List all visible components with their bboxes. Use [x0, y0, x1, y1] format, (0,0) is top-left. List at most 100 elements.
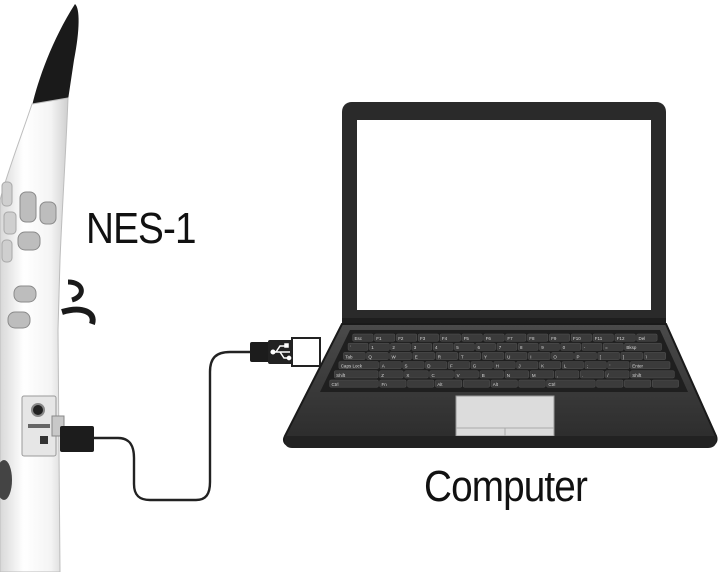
keyboard-key-label: 1 [371, 345, 374, 350]
nes-1-instrument [0, 4, 96, 572]
keyboard-key [462, 379, 490, 388]
keyboard-key [396, 333, 418, 342]
keyboard-key-label: L [564, 364, 567, 369]
keyboard-key [454, 370, 479, 379]
port-panel [21, 395, 57, 457]
usb-icon [270, 343, 292, 361]
keyboard-key-label: F7 [507, 336, 513, 341]
side-keys [1, 181, 17, 263]
computer-label: Computer [424, 462, 588, 511]
keyboard-key [454, 342, 475, 351]
keyboard-key [379, 379, 407, 388]
keyboard-key-label: 2 [392, 345, 395, 350]
keyboard-key-label: [ [600, 354, 602, 359]
keyboard-key-label: Ctrl [548, 382, 555, 387]
keyboard-key [461, 333, 483, 342]
keyboard-key [643, 352, 666, 360]
keyboard-key-label: B [482, 373, 485, 378]
keyboard-key [425, 361, 448, 370]
keyboard-key-label: F8 [529, 336, 535, 341]
keyboard-key [439, 333, 461, 342]
keyboard-key-label: \ [646, 354, 648, 359]
keyboard-key [580, 370, 605, 379]
keyboard-key [505, 333, 527, 342]
keyboard-key-label: P [577, 354, 580, 359]
keyboard-key [389, 352, 412, 360]
keyboard-key-label: V [457, 373, 460, 378]
keyboard-key [432, 342, 454, 351]
device-label: NES-1 [86, 204, 197, 253]
keyboard-key [369, 342, 390, 351]
keyboard-key-label: ; [587, 364, 588, 369]
keyboard-key-label: Enter [632, 364, 643, 369]
keyboard-key-label: Alt [437, 382, 443, 387]
keyboard-key [596, 379, 624, 388]
keyboard-key [539, 342, 560, 351]
keyboard-key [560, 342, 581, 351]
keyboard-key-label: S [405, 364, 408, 369]
keyboard-key-label: 8 [520, 345, 523, 350]
keyboard-key-label: U [507, 354, 510, 359]
keyboard-key-label: W [392, 354, 397, 359]
keyboard-key [518, 379, 546, 388]
keyboard-key [429, 370, 454, 379]
keyboard-key-label: Alt [493, 382, 499, 387]
keyboard-key-label: G [473, 364, 477, 369]
keyboard-key [630, 361, 671, 370]
keyboard-key-label: M [532, 373, 536, 378]
keyboard-key-label: N [507, 373, 510, 378]
keyboard-key-label: 9 [541, 345, 544, 350]
keyboard-key [407, 379, 435, 388]
keyboard-key-label: Shift [632, 373, 642, 378]
keyboard-key [404, 370, 429, 379]
keyboard-key-label: Z [381, 373, 384, 378]
keyboard-key [390, 342, 411, 351]
keyboard-key [516, 361, 539, 370]
keyboard-key [334, 370, 379, 379]
keyboard-key-label: Shift [336, 373, 346, 378]
thumb-hook [67, 279, 84, 303]
keyboard-key-label: D [427, 364, 431, 369]
keyboard-key [402, 361, 425, 370]
keyboard-key-label: Del [639, 336, 646, 341]
keyboard-key [481, 352, 505, 360]
keyboard-key [435, 352, 458, 360]
keyboard-key-label: ` [350, 345, 352, 350]
keyboard-key [483, 333, 505, 342]
keyboard-key [581, 342, 603, 351]
keyboard-key [479, 370, 504, 379]
keyboard-key-label: F11 [595, 336, 603, 341]
keyboard-key [624, 379, 652, 388]
usb-cable [94, 350, 252, 502]
keyboard-key-label: . [582, 373, 583, 378]
keyboard-key [447, 361, 470, 370]
keyboard-key [561, 361, 584, 370]
keyboard-key-label: ] [623, 354, 624, 359]
keyboard-key [458, 352, 482, 360]
keyboard-key [366, 352, 389, 360]
keyboard-key-label: F3 [420, 336, 426, 341]
usb-connector-computer-side [250, 337, 321, 367]
strap-hook [61, 306, 96, 325]
keyboard-key [546, 379, 596, 388]
keyboard-key-label: K [541, 364, 544, 369]
keyboard-key-label: , [557, 373, 558, 378]
keyboard-key-label: F2 [398, 336, 404, 341]
keyboard-key [636, 333, 658, 342]
octave-keys [7, 191, 57, 329]
keyboard-key [549, 333, 570, 342]
keyboard-key [347, 342, 369, 351]
keyboard-key-label: F5 [464, 336, 470, 341]
keyboard-key [551, 352, 574, 360]
keyboard-key-label: = [605, 345, 608, 350]
keyboard-key-label: C [432, 373, 436, 378]
keyboard-key-label: F1 [376, 336, 382, 341]
keyboard-key [470, 361, 493, 370]
keyboard-key-label: ' [610, 364, 611, 369]
keyboard-key-label: Fn [382, 382, 388, 387]
keyboard-key-label: 4 [435, 345, 438, 350]
keyboard-key-label: F10 [573, 336, 581, 341]
keyboard-key [529, 370, 555, 379]
keyboard-key [338, 361, 379, 370]
